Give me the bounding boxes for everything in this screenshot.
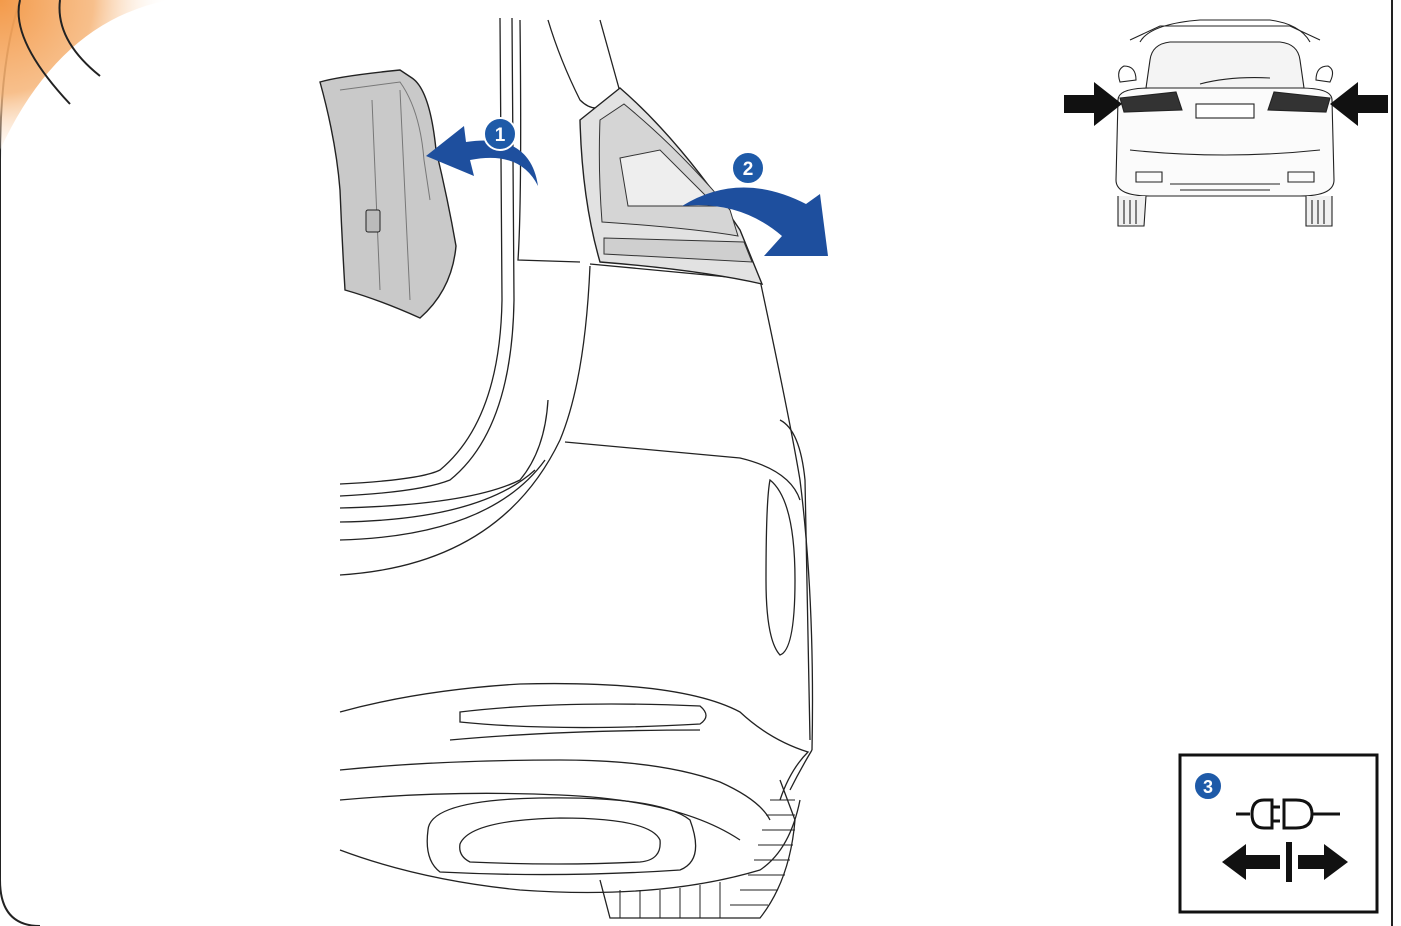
corner-accent — [0, 0, 170, 150]
step-number-3: 3 — [1203, 777, 1213, 797]
disconnect-connector-box: 3 — [1180, 755, 1377, 912]
step-number-2: 2 — [743, 159, 754, 180]
step-badge-3: 3 — [1194, 772, 1222, 800]
step-badge-1: 1 — [484, 118, 516, 150]
pointer-arrow-left-icon — [1330, 82, 1388, 126]
pointer-arrow-right-icon — [1064, 82, 1122, 126]
step-badge-2: 2 — [732, 152, 764, 184]
tail-light — [580, 88, 762, 284]
vehicle-rear-view-inset — [1116, 20, 1334, 226]
side-trim-panel — [320, 70, 456, 318]
step-number-1: 1 — [495, 125, 506, 146]
